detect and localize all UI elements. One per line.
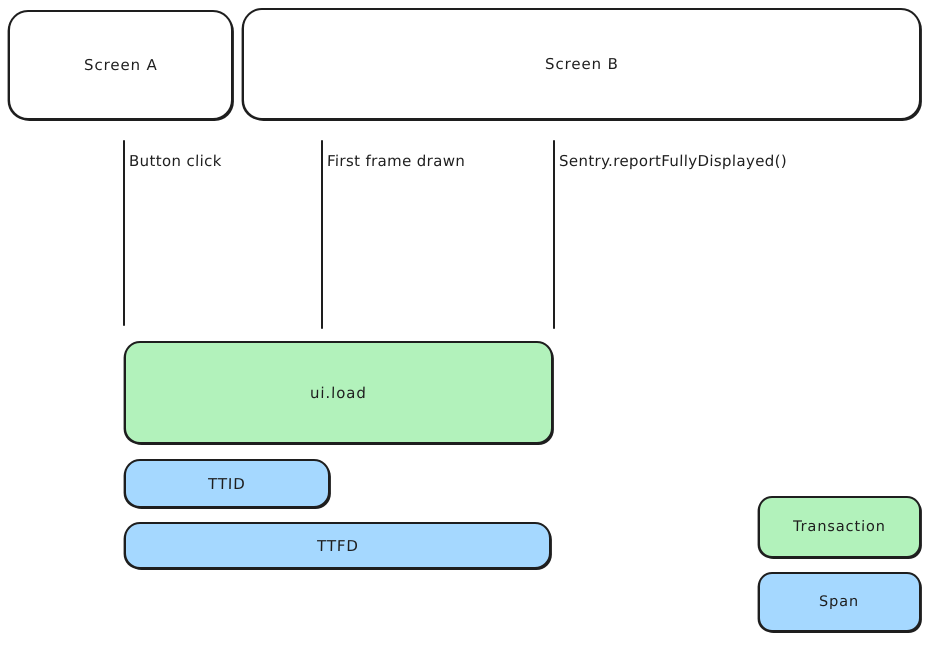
marker-label-first-frame-drawn: First frame drawn xyxy=(326,152,466,170)
bar-ui-load[interactable]: ui.load xyxy=(124,341,553,444)
legend-item-transaction[interactable]: Transaction xyxy=(758,496,921,558)
marker-label-button-click: Button click xyxy=(128,152,222,170)
legend-span-label: Span xyxy=(819,594,860,610)
marker-line-button-click xyxy=(123,140,126,326)
bar-ttid-label: TTID xyxy=(207,474,247,493)
screen-a-box[interactable]: Screen A xyxy=(8,10,233,120)
legend-item-span[interactable]: Span xyxy=(758,572,921,632)
screen-b-label: Screen B xyxy=(544,55,619,73)
marker-label-report-fully-displayed: Sentry.reportFullyDisplayed() xyxy=(558,152,788,170)
screen-b-box[interactable]: Screen B xyxy=(242,8,921,120)
screen-a-label: Screen A xyxy=(83,56,158,74)
bar-ttid[interactable]: TTID xyxy=(124,459,330,508)
bar-ttfd-label: TTFD xyxy=(316,536,359,555)
bar-ui-load-label: ui.load xyxy=(309,383,368,402)
bar-ttfd[interactable]: TTFD xyxy=(124,522,551,569)
marker-line-report-fully-displayed xyxy=(553,140,556,329)
legend-transaction-label: Transaction xyxy=(792,519,887,535)
marker-line-first-frame-drawn xyxy=(321,140,324,329)
